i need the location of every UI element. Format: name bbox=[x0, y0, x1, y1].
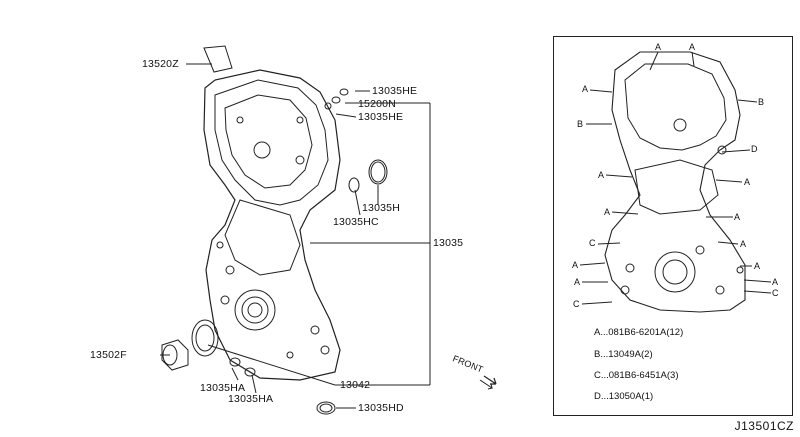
part-13035HA-2 bbox=[244, 367, 256, 377]
part-13035HC bbox=[348, 177, 360, 193]
leader-13042 bbox=[207, 344, 336, 386]
callout-13520Z[interactable]: 13520Z bbox=[142, 58, 179, 70]
part-13035H bbox=[368, 159, 388, 185]
legend-d: D...13050A(1) bbox=[594, 391, 654, 402]
inset-marker-a: A bbox=[655, 42, 662, 52]
callout-15200N[interactable]: 15200N bbox=[358, 98, 396, 110]
callout-13035HE-top[interactable]: 13035HE bbox=[372, 85, 418, 97]
callout-13035HA-2[interactable]: 13035HA bbox=[228, 393, 274, 405]
leader-13035HC bbox=[354, 189, 361, 216]
callout-13035HD[interactable]: 13035HD bbox=[358, 402, 404, 414]
inset-marker-a: A bbox=[598, 170, 605, 180]
inset-marker-a: A bbox=[772, 277, 779, 287]
legend-c: C...081B6-6451A(3) bbox=[594, 370, 679, 381]
inset-marker-a: A bbox=[740, 239, 747, 249]
part-13502F bbox=[161, 339, 189, 371]
callout-13035H[interactable]: 13035H bbox=[362, 202, 400, 214]
inset-marker-a: A bbox=[754, 261, 761, 271]
leader-13035HE-2 bbox=[335, 113, 357, 118]
callout-13502F[interactable]: 13502F bbox=[90, 349, 127, 361]
inset-marker-b: B bbox=[577, 119, 584, 129]
inset-marker-a: A bbox=[604, 207, 611, 217]
part-13035HA-1 bbox=[229, 357, 241, 367]
diagram-code: J13501CZ bbox=[734, 419, 794, 433]
callout-13042[interactable]: 13042 bbox=[340, 379, 371, 391]
inset-marker-a: A bbox=[744, 177, 751, 187]
part-13520Z bbox=[203, 45, 233, 73]
inset-marker-c: C bbox=[589, 238, 596, 248]
front-arrow-icon bbox=[483, 375, 497, 385]
timing-cover-outline bbox=[203, 69, 341, 381]
callout-13035HC[interactable]: 13035HC bbox=[333, 216, 379, 228]
inset-drawing bbox=[579, 51, 772, 313]
part-13035HE-1 bbox=[339, 88, 349, 96]
inset-marker-d: D bbox=[751, 144, 758, 154]
callout-13035[interactable]: 13035 bbox=[433, 237, 464, 249]
inset-marker-c: C bbox=[772, 288, 779, 298]
inset-marker-a: A bbox=[582, 84, 589, 94]
callout-13035HA-1[interactable]: 13035HA bbox=[200, 382, 246, 394]
leader-13035HA-2 bbox=[251, 374, 257, 394]
leader-13035HA-1 bbox=[231, 367, 239, 381]
inset-marker-a: A bbox=[734, 212, 741, 222]
callout-13035HE-bottom[interactable]: 13035HE bbox=[358, 111, 404, 123]
legend-b: B...13049A(2) bbox=[594, 349, 653, 360]
part-13035HD bbox=[316, 401, 336, 415]
inset-marker-a: A bbox=[572, 260, 579, 270]
inset-marker-a: A bbox=[689, 42, 696, 52]
part-13042 bbox=[191, 319, 219, 357]
fastener-inset bbox=[553, 36, 793, 416]
legend-a: A...081B6-6201A(12) bbox=[594, 327, 684, 338]
inset-marker-a: A bbox=[574, 277, 581, 287]
inset-marker-b: B bbox=[758, 97, 765, 107]
inset-marker-c: C bbox=[573, 299, 580, 309]
